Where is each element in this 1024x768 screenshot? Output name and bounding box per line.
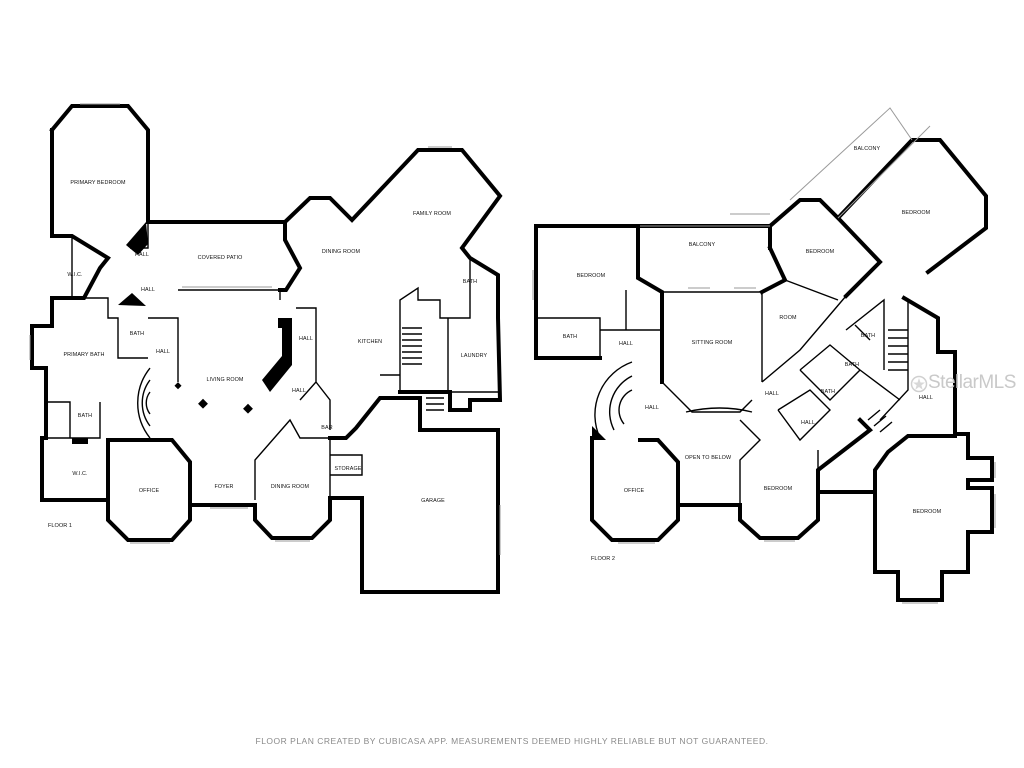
room-bedroom-e: BEDROOM — [913, 509, 942, 515]
floor-1-fireplace — [262, 318, 292, 392]
room-wic-bottom: W.I.C. — [72, 471, 87, 477]
floor-1-column-g — [278, 318, 290, 328]
room-primary-bath: PRIMARY BATH — [63, 352, 104, 358]
floor-2-straight-stair — [867, 329, 908, 433]
room-wic-top: W.I.C. — [67, 272, 82, 278]
room-balcony-a: BALCONY — [689, 242, 716, 248]
room-bedroom-c: BEDROOM — [806, 249, 835, 255]
room-bath-2c: BATH — [845, 362, 859, 368]
room-bedroom-d: BEDROOM — [764, 486, 793, 492]
room-dining-room-a: DINING ROOM — [322, 249, 361, 255]
room-open-to-below: OPEN TO BELOW — [685, 455, 732, 461]
room-bedroom-a: BEDROOM — [577, 273, 606, 279]
floor-2-label: FLOOR 2 — [591, 556, 615, 562]
room-primary-bedroom: PRIMARY BEDROOM — [70, 180, 126, 186]
floor-1-column-e — [174, 382, 182, 390]
floor-1-column-a — [126, 222, 148, 255]
room-bath-b: BATH — [78, 413, 92, 419]
floor-2-exterior-wall-east — [873, 295, 994, 602]
watermark-text: StellarMLS — [928, 372, 1016, 393]
room-hall-c: HALL — [156, 349, 170, 355]
room-family-room: FAMILY ROOM — [413, 211, 451, 217]
floor-1-column-d — [243, 403, 253, 414]
floor-2-exterior-wall-north — [759, 138, 988, 299]
room-bedroom-b: BEDROOM — [902, 210, 931, 216]
room-hall-2a: HALL — [619, 341, 633, 347]
floor-1-plan: PRIMARY BEDROOM W.I.C. HALL HALL PRIMARY… — [29, 103, 503, 594]
room-sitting-room: SITTING ROOM — [692, 340, 733, 346]
room-living-room: LIVING ROOM — [206, 377, 243, 383]
floor-1-column-c — [198, 398, 208, 409]
room-bath-2a: BATH — [563, 334, 577, 340]
room-bath-2d: BATH — [821, 389, 835, 395]
floor-2-spiral-stair — [594, 361, 633, 439]
floor-1-column-b — [118, 293, 146, 306]
floor-1-exterior-wall-south — [188, 396, 500, 594]
floor-2-exterior-wall-south — [676, 417, 877, 540]
floor-2-interior-walls — [536, 279, 909, 505]
room-bath-2b: BATH — [861, 333, 875, 339]
floor-2-open-to-below-rail — [685, 407, 753, 413]
room-balcony-b: BALCONY — [854, 146, 881, 152]
room-garage: GARAGE — [421, 498, 445, 504]
room-office-2: OFFICE — [624, 488, 645, 494]
floor-2-column-a — [592, 426, 606, 440]
floor-2-plan: BEDROOM BALCONY BALCONY BEDROOM BEDROOM … — [532, 107, 996, 604]
room-covered-patio: COVERED PATIO — [198, 255, 243, 261]
room-hall-2e: HALL — [919, 395, 933, 401]
disclaimer-text: FLOOR PLAN CREATED BY CUBICASA APP. MEAS… — [255, 736, 769, 746]
floor-1-label: FLOOR 1 — [48, 523, 72, 529]
room-hall-2b: HALL — [765, 391, 779, 397]
room-hall-e: HALL — [292, 388, 306, 394]
room-laundry: LAUNDRY — [461, 353, 488, 359]
room-storage: STORAGE — [335, 466, 362, 472]
floor-2-windows — [532, 270, 996, 604]
room-kitchen: KITCHEN — [358, 339, 382, 345]
room-office-1: OFFICE — [139, 488, 160, 494]
room-hall-2d: HALL — [801, 420, 815, 426]
room-hall-2c: HALL — [645, 405, 659, 411]
floor-1-interior-walls — [42, 222, 498, 500]
floor-1-spiral-stair — [137, 367, 151, 439]
stellar-logo-icon — [910, 375, 928, 393]
room-hall-d: HALL — [299, 336, 313, 342]
floor-1-windows — [29, 103, 501, 555]
room-room: ROOM — [779, 315, 797, 321]
room-hall-a: HALL — [135, 252, 149, 258]
floor-2-exterior-wall-west — [534, 224, 772, 542]
room-bar: BAR — [321, 425, 332, 431]
room-bath-a: BATH — [130, 331, 144, 337]
room-bath-c: BATH — [463, 279, 477, 285]
room-hall-b: HALL — [141, 287, 155, 293]
floor-2-balcony-rails — [640, 107, 931, 227]
room-foyer: FOYER — [214, 484, 233, 490]
floor-1-straight-stair — [402, 327, 444, 411]
room-dining-room-b: DINING ROOM — [271, 484, 310, 490]
floor-1-column-f — [72, 438, 88, 444]
